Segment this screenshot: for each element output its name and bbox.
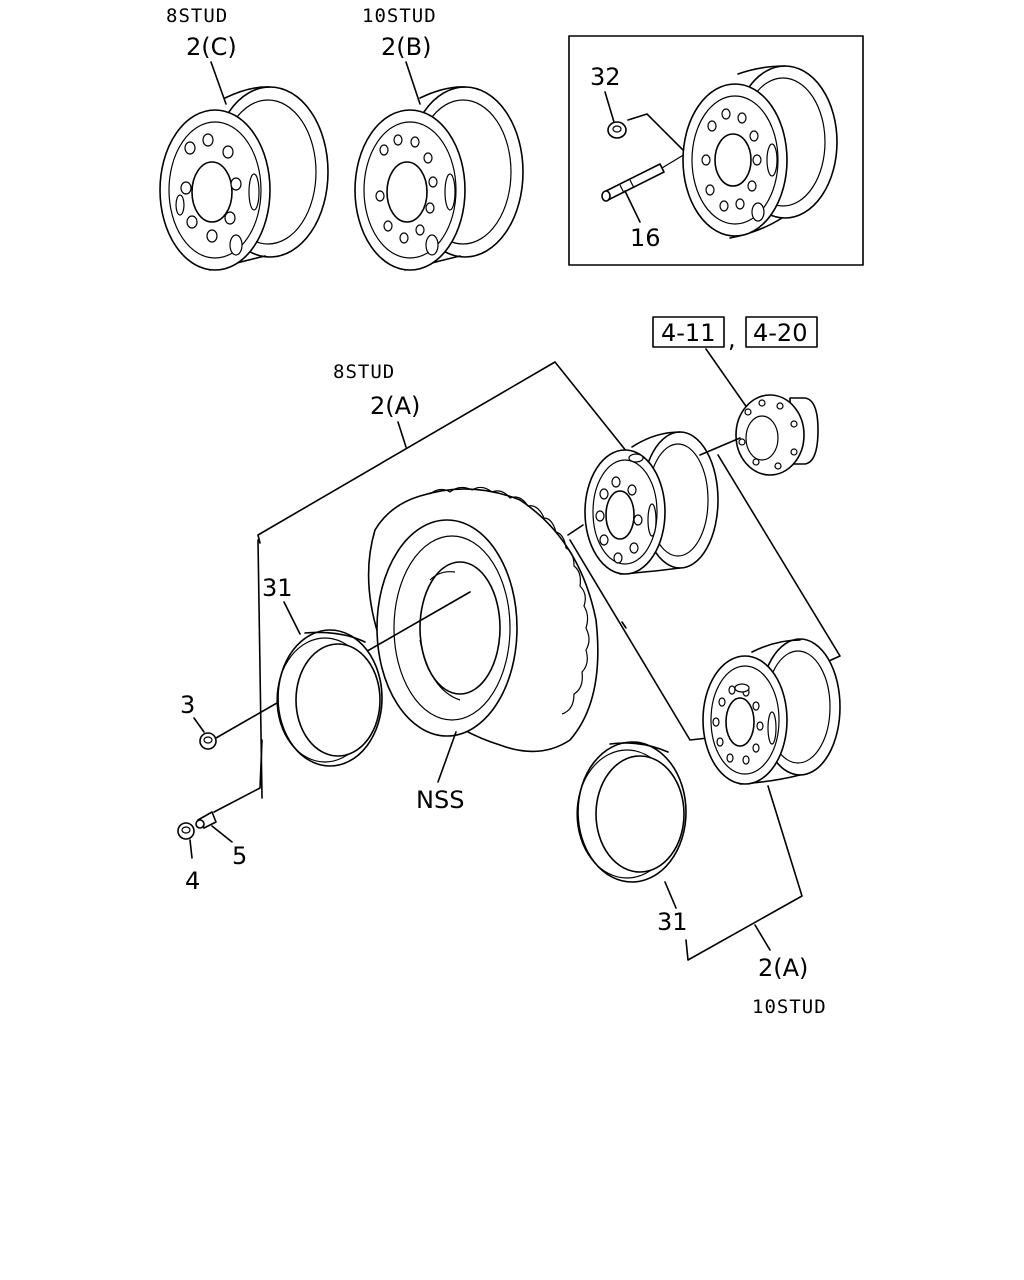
label-bottom-part: 2(A) [758,954,808,982]
cap-4-icon: 4 [177,822,200,895]
inset-frame [568,35,864,266]
wheel-nut-32-icon [607,121,627,139]
group-bracket-10stud [685,785,803,961]
wheel-hub-icon [735,394,819,476]
label-cap-4: 4 [185,867,200,895]
label-ring-right: 31 [657,908,688,936]
label-main-stud: 8STUD [333,361,395,383]
rim-8stud [584,431,719,575]
rim-ring-31-left: 31 [262,574,383,767]
rim-ring-31-right: 31 [576,741,688,936]
label-inset-stud: 16 [630,224,661,252]
nut-3-icon: 3 [180,691,217,750]
wheel-2c-8stud: 8STUD 2(C) [159,5,329,271]
ref-box-4-11[interactable] [652,316,725,348]
label-tire: NSS [416,786,464,814]
ref-4-20[interactable]: 4-20 [753,319,807,347]
label-top-mid-part: 2(B) [381,33,431,61]
label-top-left-part: 2(C) [186,33,237,61]
label-bottom-stud: 10STUD [752,996,827,1018]
wheel-stud-16-icon [601,163,665,202]
wheel-2b-10stud: 10STUD 2(B) [354,5,524,271]
label-valve-5: 5 [232,842,247,870]
label-nut-3: 3 [180,691,195,719]
inset-stud-detail: 32 16 [568,35,864,266]
ref-4-11[interactable]: 4-11 [661,319,715,347]
label-ring-left: 31 [262,574,293,602]
rim-10stud [702,638,841,785]
cross-reference: 4-11 , 4-20 [652,316,818,413]
ref-separator: , [728,325,736,353]
tire-nss-icon [367,486,599,753]
group-bracket-8stud [257,361,628,544]
label-top-left-stud: 8STUD [166,5,228,27]
label-main-part: 2(A) [370,392,420,420]
ref-box-4-20[interactable] [745,316,818,348]
label-top-mid-stud: 10STUD [362,5,437,27]
label-inset-nut: 32 [590,63,621,91]
valve-5-icon: 5 [195,811,247,870]
